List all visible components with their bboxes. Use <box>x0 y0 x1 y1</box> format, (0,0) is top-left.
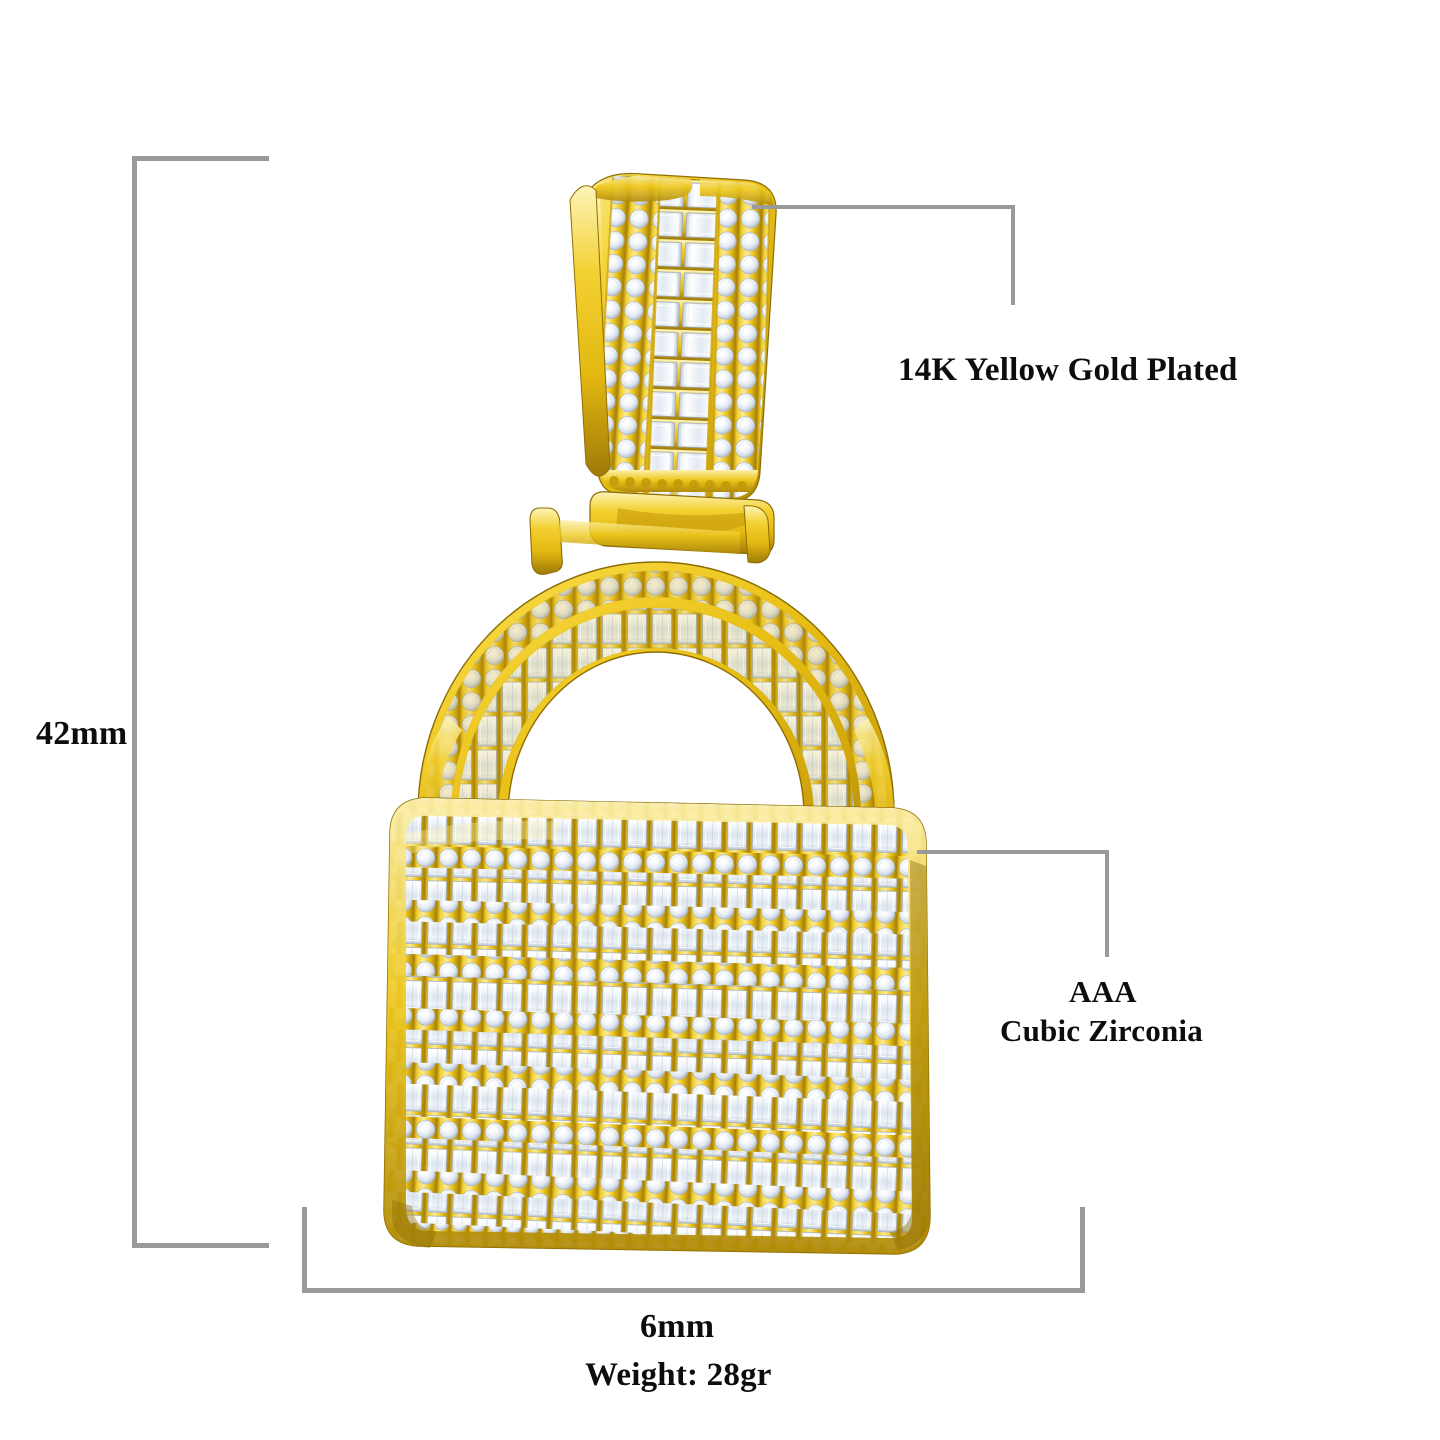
shackle-outer-pave-arc <box>424 570 888 866</box>
label-material: 14K Yellow Gold Plated <box>898 352 1238 388</box>
padlock-body <box>383 797 931 1255</box>
bracket-tick-top <box>132 156 269 161</box>
bracket-tick-left <box>302 1207 307 1293</box>
bracket-line-horizontal <box>302 1288 1085 1293</box>
shackle-gold-base <box>417 561 895 873</box>
label-weight: Weight: 28gr <box>585 1357 772 1393</box>
bail-baguette-channel <box>646 175 720 499</box>
label-height: 42mm <box>36 715 128 752</box>
bracket-tick-bottom <box>132 1243 269 1248</box>
bracket-tick-right <box>1080 1207 1085 1293</box>
leader-line-vertical <box>1105 850 1109 957</box>
pendant-bail <box>569 172 777 503</box>
shackle-baguette-arc <box>457 607 855 866</box>
leader-line-horizontal <box>917 850 1109 854</box>
label-stone-grade: AAA <box>1069 974 1137 1009</box>
bracket-line-vertical <box>132 156 137 1248</box>
bail-hinge-crossbar <box>529 491 775 575</box>
label-stone-type: Cubic Zirconia <box>1000 1013 1203 1048</box>
leader-line-vertical <box>1011 205 1015 305</box>
body-stone-rows <box>386 798 928 1252</box>
leader-line-horizontal <box>752 205 1015 209</box>
label-width: 6mm <box>640 1308 715 1345</box>
bail-bottom-bead-rail <box>600 470 764 492</box>
bail-side-wall <box>569 185 611 477</box>
